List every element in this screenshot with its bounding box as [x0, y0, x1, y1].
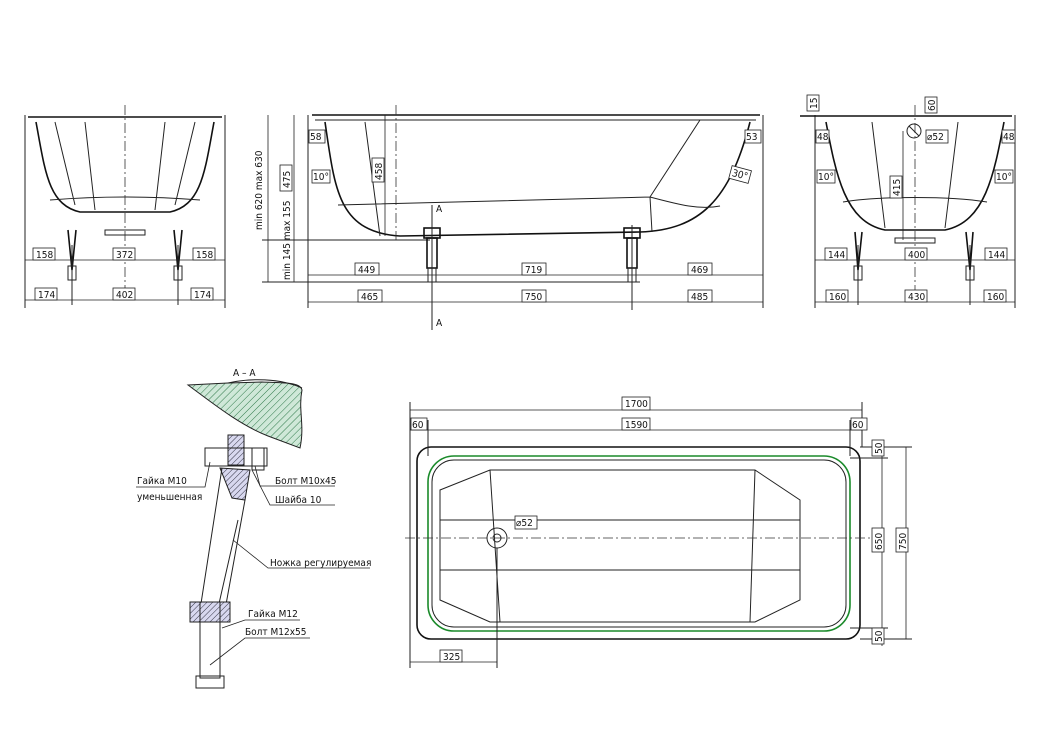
dim-label: 458	[374, 163, 385, 180]
angle-label: 10°	[996, 172, 1012, 183]
label-bolt-m12: Болт М12х55	[245, 627, 307, 638]
dim-label: 60	[927, 99, 938, 111]
section-mark: A	[436, 204, 443, 215]
label-nut-m10-sub: уменьшенная	[137, 492, 202, 503]
dim-label: 60	[412, 420, 424, 431]
label-leg: Ножка регулируемая	[270, 558, 371, 569]
dim-label: 158	[36, 250, 53, 261]
label-bolt-m10: Болт М10х45	[275, 476, 337, 487]
dim-label: 48	[1003, 132, 1015, 143]
section-title: A – A	[233, 368, 256, 379]
dim-label: 48	[817, 132, 829, 143]
dim-label: 449	[358, 265, 375, 276]
label-nut-m12: Гайка М12	[248, 609, 298, 620]
dim-label: ⌀52	[927, 132, 944, 143]
dim-label: 50	[874, 630, 885, 642]
dim-label: 1590	[625, 420, 648, 431]
dim-label: 750	[525, 292, 542, 303]
dim-label: 144	[828, 250, 845, 261]
angle-label: 10°	[313, 172, 329, 183]
dim-label: 372	[116, 250, 133, 261]
dim-label: 485	[691, 292, 708, 303]
plan-view: ⌀52 1700 60 1590 60 50 650 750 50 325	[405, 396, 912, 668]
dim-label: 174	[38, 290, 55, 301]
dim-label: 430	[908, 292, 925, 303]
dim-label: 469	[691, 265, 708, 276]
section-a-a: A – A Гайка М10 уменьшенная Болт М10х45 …	[136, 368, 371, 689]
dim-label: 1700	[625, 399, 648, 410]
dim-label: 475	[282, 171, 293, 188]
dim-label: 400	[908, 250, 925, 261]
dim-label: min 145 max 155	[282, 201, 293, 280]
dim-label: 465	[361, 292, 378, 303]
dim-label: 719	[525, 265, 542, 276]
angle-label: 10°	[818, 172, 834, 183]
dim-label: 53	[746, 132, 757, 143]
dim-label: 174	[194, 290, 211, 301]
dim-label: 15	[809, 98, 820, 109]
dim-label: min 620 max 630	[254, 150, 265, 230]
dim-label: 415	[892, 179, 903, 196]
dim-label: 144	[988, 250, 1005, 261]
dim-label: ⌀52	[516, 518, 533, 529]
dim-label: 60	[852, 420, 864, 431]
dim-label: 402	[116, 290, 133, 301]
dim-label: 58	[310, 132, 322, 143]
dim-label: 750	[898, 533, 909, 550]
dim-label: 650	[874, 533, 885, 550]
front-view: 158 372 158 174 402 174	[24, 105, 226, 308]
section-mark: A	[436, 318, 443, 329]
angle-label: 30°	[731, 168, 749, 183]
dim-label: 158	[196, 250, 213, 261]
side-view: min 620 max 630 475 min 145 max 155 458 …	[254, 105, 764, 330]
dim-label: 325	[443, 652, 460, 663]
dim-label: 160	[829, 292, 846, 303]
end-view: 15 60 ⌀52 48 48 10° 10° 415 144 400 144 …	[800, 94, 1016, 308]
dim-label: 50	[874, 442, 885, 454]
label-washer: Шайба 10	[275, 494, 322, 506]
dim-label: 160	[987, 292, 1004, 303]
label-nut-m10: Гайка М10	[137, 476, 187, 487]
